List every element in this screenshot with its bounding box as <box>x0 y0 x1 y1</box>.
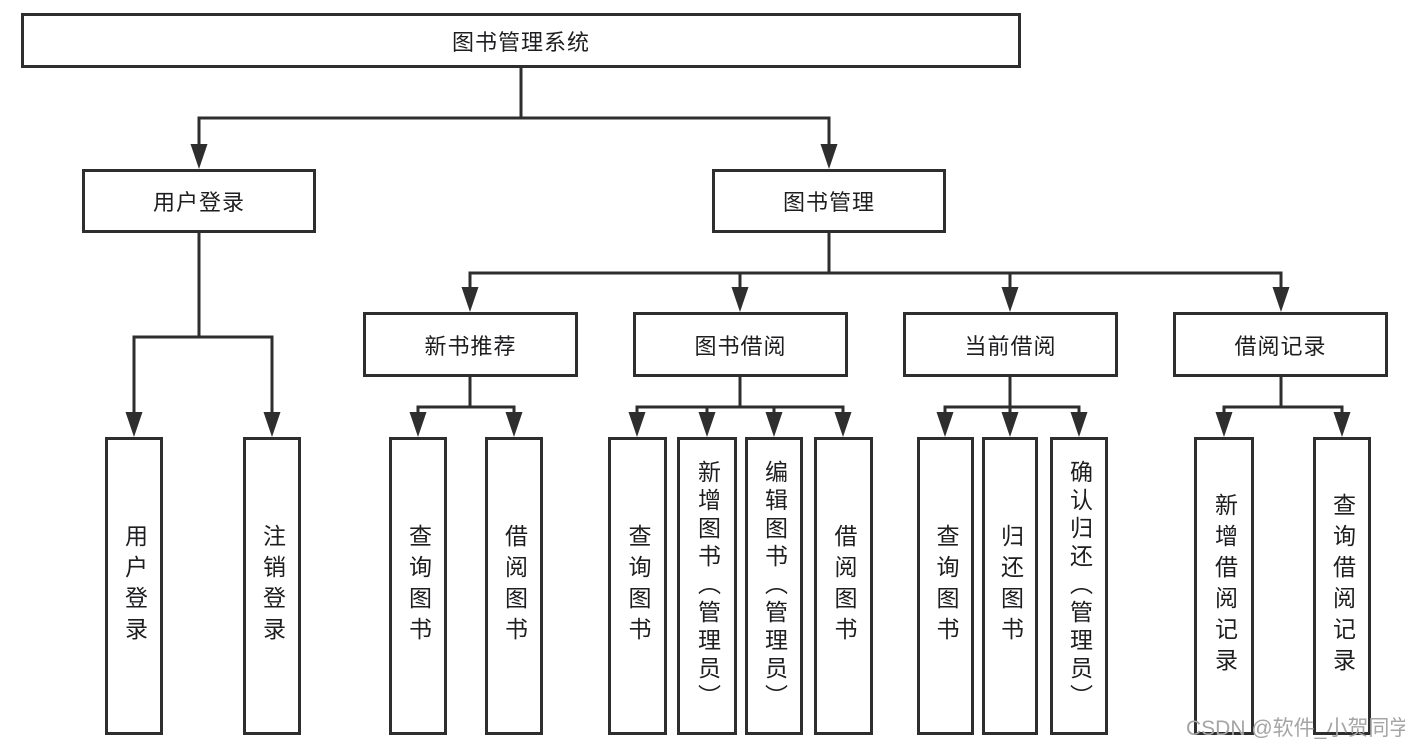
node-borrow-records-label: 借阅记录 <box>1234 333 1327 359</box>
csdn-watermark: CSDN @软件_小贺同学 <box>1186 717 1405 740</box>
node-root-label: 图书管理系统 <box>451 29 590 55</box>
leaf-query-books-borrow: 查询图书 <box>608 437 667 735</box>
leaf-label: 借阅图书 <box>501 524 528 648</box>
leaf-label: 查询图书 <box>625 524 651 648</box>
node-book-management: 图书管理 <box>712 169 946 233</box>
arrowhead <box>936 412 954 437</box>
arrowhead <box>190 144 208 169</box>
leaf-query-borrow-record: 查询借阅记录 <box>1313 437 1371 735</box>
arrowhead <box>125 412 143 437</box>
connector-bookmgmt-to-level3 <box>468 231 1283 293</box>
arrowhead <box>1070 412 1088 437</box>
node-current-borrow: 当前借阅 <box>903 312 1118 377</box>
arrowhead <box>834 412 852 437</box>
arrowhead <box>698 412 716 437</box>
node-current-borrow-label: 当前借阅 <box>964 333 1057 359</box>
connector-root-to-level2 <box>197 66 831 151</box>
leaf-add-book-admin: 新增图书（管理员） <box>677 437 737 735</box>
leaf-label: 查询图书 <box>933 524 959 648</box>
arrowhead <box>1333 412 1351 437</box>
connector-current-to-leaves <box>943 375 1081 418</box>
node-new-book-recommend: 新书推荐 <box>363 312 578 377</box>
leaf-user-login: 用户登录 <box>105 437 163 735</box>
leaf-logout: 注销登录 <box>243 437 301 735</box>
leaf-edit-book-admin: 编辑图书（管理员） <box>745 437 803 735</box>
connector-recommend-to-leaves <box>416 375 516 418</box>
leaf-label: 确认归还（管理员） <box>1066 460 1093 712</box>
arrowhead <box>505 412 523 437</box>
leaf-label: 编辑图书（管理员） <box>761 460 788 712</box>
node-user-login-label: 用户登录 <box>152 190 245 215</box>
connector-userlogin-to-leaves <box>132 231 274 418</box>
node-book-management-label: 图书管理 <box>782 190 875 215</box>
arrowhead <box>1272 287 1290 312</box>
leaf-borrow-books-recommend: 借阅图书 <box>485 437 543 735</box>
arrowhead <box>263 412 281 437</box>
arrowhead <box>628 412 646 437</box>
leaf-label: 新增图书（管理员） <box>694 460 721 712</box>
leaf-label: 查询借阅记录 <box>1329 493 1356 679</box>
leaf-label: 用户登录 <box>121 524 148 648</box>
node-borrow-records: 借阅记录 <box>1173 312 1388 377</box>
node-book-borrow: 图书借阅 <box>633 312 848 377</box>
leaf-add-borrow-record: 新增借阅记录 <box>1194 437 1254 735</box>
connector-records-to-leaves <box>1222 375 1344 418</box>
node-user-login: 用户登录 <box>82 169 316 233</box>
arrowhead <box>409 412 427 437</box>
leaf-query-books-current: 查询图书 <box>917 437 974 735</box>
arrowhead <box>1215 412 1233 437</box>
leaf-label: 新增借阅记录 <box>1211 493 1238 679</box>
leaf-label: 借阅图书 <box>831 524 857 648</box>
arrowheads <box>125 144 1351 437</box>
leaf-return-books: 归还图书 <box>982 437 1038 735</box>
arrowhead <box>1001 287 1019 312</box>
node-root: 图书管理系统 <box>21 13 1021 68</box>
arrowhead <box>731 287 749 312</box>
leaf-query-books-recommend: 查询图书 <box>389 437 447 735</box>
arrowhead <box>820 144 838 169</box>
connector-borrow-to-leaves <box>635 375 845 418</box>
arrowhead <box>461 287 479 312</box>
leaf-label: 归还图书 <box>997 524 1024 648</box>
arrowhead <box>765 412 783 437</box>
leaf-label: 查询图书 <box>405 524 432 648</box>
leaf-borrow-books-borrow: 借阅图书 <box>814 437 873 735</box>
node-book-borrow-label: 图书借阅 <box>694 333 787 359</box>
leaf-label: 注销登录 <box>259 524 286 648</box>
node-new-book-recommend-label: 新书推荐 <box>424 333 517 359</box>
leaf-confirm-return-admin: 确认归还（管理员） <box>1050 437 1108 735</box>
arrowhead <box>1001 412 1019 437</box>
